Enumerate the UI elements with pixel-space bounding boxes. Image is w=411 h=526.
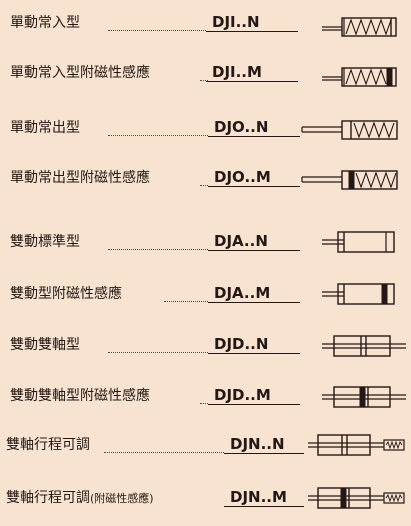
double-rod-cylinder-icon xyxy=(322,335,406,357)
model-code-underline xyxy=(206,31,298,32)
cylinder-type-name: 單動常入型附磁性感應 xyxy=(10,65,150,81)
cylinder-row: 雙動標準型 DJA..N xyxy=(0,227,411,257)
cylinder-type-name: 單動常出型附磁性感應 xyxy=(10,170,150,186)
double-acting-magnetic-cylinder-icon xyxy=(322,283,395,305)
double-rod-magnetic-cylinder-icon xyxy=(322,386,406,408)
adjustable-stroke-magnetic-cylinder-icon xyxy=(308,487,405,509)
cylinder-row: 單動常入型附磁性感應 DJI..M xyxy=(0,58,411,88)
cylinder-type-name: 雙軸行程可調 xyxy=(6,437,90,453)
spring-return-cylinder-icon xyxy=(322,17,397,37)
spring-extend-cylinder-icon xyxy=(301,120,398,140)
cylinder-type-name: 單動常出型 xyxy=(10,120,80,136)
leader-dots xyxy=(108,135,208,136)
leader-dots xyxy=(200,403,208,404)
cylinder-row: 雙動雙軸型 DJD..N xyxy=(0,330,411,360)
model-code: DJN..M xyxy=(230,488,287,506)
model-code: DJI..M xyxy=(212,63,262,81)
model-code: DJA..M xyxy=(214,284,271,302)
cylinder-type-name: 雙動雙軸型 xyxy=(10,337,80,353)
cylinder-type-name: 雙動雙軸型附磁性感應 xyxy=(10,388,150,404)
cylinder-type-name-main: 雙軸行程可調 xyxy=(6,490,90,506)
model-code-underline xyxy=(208,136,300,137)
model-code: DJD..M xyxy=(214,386,271,404)
leader-dots xyxy=(200,185,208,186)
cylinder-type-name-suffix: (附磁性感應) xyxy=(90,492,154,505)
leader-dots xyxy=(164,301,208,302)
double-acting-cylinder-icon xyxy=(322,231,395,253)
cylinder-row: 雙動型附磁性感應 DJA..M xyxy=(0,279,411,309)
cylinder-type-name: 雙動標準型 xyxy=(10,234,80,250)
leader-dots xyxy=(108,30,206,31)
model-code: DJN..N xyxy=(230,435,285,453)
spring-return-magnetic-cylinder-icon xyxy=(322,67,397,87)
spring-extend-magnetic-cylinder-icon xyxy=(301,170,398,190)
model-code-underline xyxy=(208,250,300,251)
cylinder-row: 雙軸行程可調 DJN..N xyxy=(0,430,411,460)
model-code: DJA..N xyxy=(214,232,268,250)
cylinder-type-name: 雙動型附磁性感應 xyxy=(10,286,122,302)
leader-dots xyxy=(108,249,208,250)
leader-dots xyxy=(200,80,208,81)
model-code-underline xyxy=(208,302,300,303)
leader-dots xyxy=(104,452,224,453)
model-code: DJD..N xyxy=(214,335,269,353)
cylinder-row: 單動常出型 DJO..N xyxy=(0,113,411,143)
cylinder-row: 雙動雙軸型附磁性感應 DJD..M xyxy=(0,381,411,411)
model-code-underline xyxy=(206,81,298,82)
model-code-underline xyxy=(208,353,300,354)
model-code: DJI..N xyxy=(212,13,260,31)
cylinder-type-name: 單動常入型 xyxy=(10,15,80,31)
model-code-underline xyxy=(208,186,300,187)
cylinder-row: 單動常入型 DJI..N xyxy=(0,8,411,38)
model-code: DJO..N xyxy=(214,118,269,136)
model-code: DJO..M xyxy=(214,168,271,186)
cylinder-row: 雙軸行程可調(附磁性感應) DJN..M xyxy=(0,483,411,513)
adjustable-stroke-cylinder-icon xyxy=(308,434,405,456)
model-code-underline xyxy=(208,404,300,405)
model-code-underline xyxy=(224,453,304,454)
cylinder-type-name: 雙軸行程可調(附磁性感應) xyxy=(6,489,154,508)
model-code-underline xyxy=(224,506,304,507)
leader-dots xyxy=(108,352,208,353)
cylinder-row: 單動常出型附磁性感應 DJO..M xyxy=(0,163,411,193)
